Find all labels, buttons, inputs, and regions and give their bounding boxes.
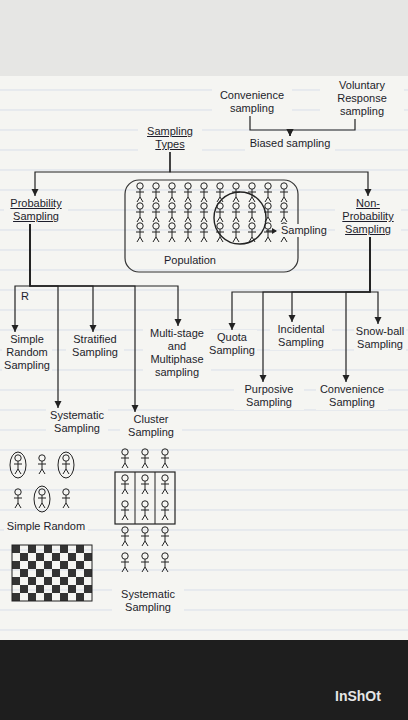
arrow-head xyxy=(175,319,182,326)
arrow-head xyxy=(343,375,350,382)
node-text: Sampling Types xyxy=(139,125,201,151)
population-drawing xyxy=(125,180,298,272)
node-text: Voluntary Response sampling xyxy=(321,79,403,118)
node-text: Purposive Sampling xyxy=(235,383,303,409)
topic-node: Simple Random Sampling xyxy=(2,332,52,373)
connector-arrow xyxy=(12,224,31,332)
topic-node: Snow-ball Sampling xyxy=(354,324,406,352)
connector-arrow xyxy=(260,237,371,382)
topic-node: Biased sampling xyxy=(245,136,335,151)
connector-line xyxy=(290,119,355,136)
arrow-head xyxy=(365,189,372,196)
arrow-head xyxy=(12,325,19,332)
topic-node: Convenience Sampling xyxy=(316,382,388,410)
connector-line xyxy=(370,237,378,324)
photo-margin xyxy=(0,0,408,76)
arrow-head xyxy=(229,323,236,330)
ruled-lines xyxy=(0,90,408,630)
connector-arrow xyxy=(287,119,356,136)
arrow-head xyxy=(132,405,139,412)
arrow-head xyxy=(375,317,382,324)
corner-mark: R xyxy=(20,290,30,303)
connector-arrow xyxy=(32,152,171,196)
topic-node: Cluster Sampling xyxy=(120,412,182,440)
topic-node: Multi-stage and Multiphase sampling xyxy=(143,326,211,380)
node-text: Systematic Sampling xyxy=(47,409,107,435)
connector-line xyxy=(15,224,30,332)
connector-arrow xyxy=(229,237,371,330)
arrow-head xyxy=(287,129,294,136)
node-text: Simple Random Sampling xyxy=(3,333,51,372)
node-text: Non-Probability Sampling xyxy=(336,197,400,236)
connector-arrow xyxy=(170,152,372,196)
connector-line xyxy=(30,224,178,326)
node-text: Probability Sampling xyxy=(5,197,67,223)
topic-node: Probability Sampling xyxy=(4,196,68,224)
topic-node: Voluntary Response sampling xyxy=(320,78,404,119)
connector-line xyxy=(292,237,370,322)
arrow-head xyxy=(90,325,97,332)
connector-arrow xyxy=(289,237,371,322)
node-text: Cluster Sampling xyxy=(121,413,181,439)
topic-node: Convenience sampling xyxy=(212,88,292,116)
watermark: InShOt xyxy=(334,688,382,704)
connector-line xyxy=(346,237,370,382)
cluster-drawing xyxy=(115,449,175,572)
node-text: Incidental Sampling xyxy=(271,323,331,349)
node-text: Stratified Sampling xyxy=(67,333,123,359)
topic-node: Sampling Types xyxy=(138,124,202,152)
node-text: Biased sampling xyxy=(246,137,334,150)
connector-arrow xyxy=(250,116,294,136)
node-text: Convenience sampling xyxy=(213,89,291,115)
connector-line xyxy=(170,152,368,196)
connector-line xyxy=(30,224,93,332)
arrow-head xyxy=(32,189,39,196)
topic-node: Systematic Sampling xyxy=(46,408,108,436)
node-text: Multi-stage and Multiphase sampling xyxy=(144,327,210,379)
connector-line xyxy=(250,116,290,136)
connector-line xyxy=(35,152,170,196)
illustration-label: Simple Random xyxy=(4,520,88,533)
topic-node: Purposive Sampling xyxy=(234,382,304,410)
node-text: Convenience Sampling xyxy=(317,383,387,409)
connector-arrow xyxy=(30,224,62,408)
population-label: Population xyxy=(163,254,217,267)
illustration-label: Systematic Sampling xyxy=(112,588,184,614)
connector-arrow xyxy=(30,224,182,326)
node-text: Quota Sampling xyxy=(208,331,256,357)
topic-node: Stratified Sampling xyxy=(66,332,124,360)
connector-line xyxy=(30,224,58,408)
connector-arrow xyxy=(370,237,382,324)
topic-node: Incidental Sampling xyxy=(270,322,332,350)
connector-arrow xyxy=(343,237,371,382)
connector-line xyxy=(232,237,370,330)
arrow-head xyxy=(287,129,294,136)
connector-line xyxy=(30,224,135,412)
dark-band xyxy=(0,640,408,720)
topic-node: Quota Sampling xyxy=(207,330,257,358)
connector-arrow xyxy=(30,224,97,332)
connector-arrow xyxy=(30,224,139,412)
sampling-label: Sampling xyxy=(280,224,328,237)
connector-line xyxy=(263,237,370,382)
topic-node: Non-Probability Sampling xyxy=(335,196,401,237)
arrow-head xyxy=(260,375,267,382)
arrow-head xyxy=(55,401,62,408)
node-text: Snow-ball Sampling xyxy=(355,325,405,351)
arrow-head xyxy=(289,315,296,322)
